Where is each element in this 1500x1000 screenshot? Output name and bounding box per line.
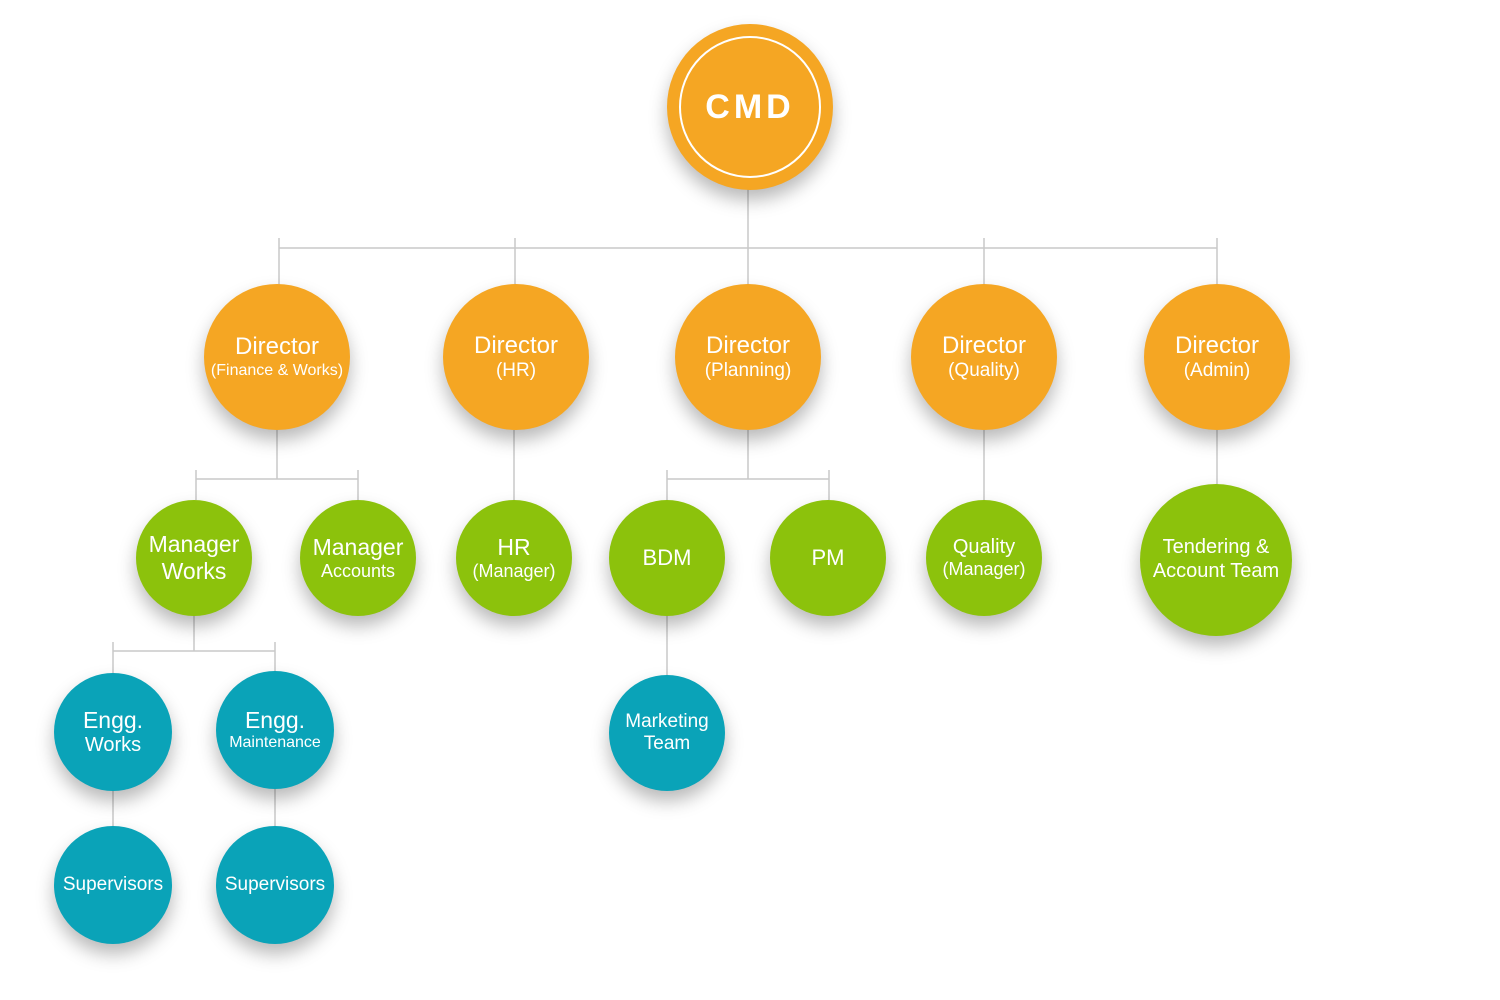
node-pm: PM <box>770 500 886 616</box>
node-director-quality: Director (Quality) <box>911 284 1057 430</box>
node-tendering-team: Tendering & Account Team <box>1140 484 1292 636</box>
node-title: Director <box>234 333 319 361</box>
node-marketing-team: Marketing Team <box>609 675 725 791</box>
node-title: Director <box>705 331 790 359</box>
node-quality-manager: Quality (Manager) <box>926 500 1042 616</box>
node-subtitle: (Manager) <box>942 559 1026 580</box>
node-director-planning: Director (Planning) <box>675 284 821 430</box>
node-title: Marketing <box>625 710 709 732</box>
node-title: Manager <box>148 530 240 557</box>
node-bdm: BDM <box>609 500 725 616</box>
node-title: Manager <box>312 533 404 560</box>
node-director-hr: Director (HR) <box>443 284 589 430</box>
cmd-ring <box>679 36 821 178</box>
node-title: HR <box>497 533 531 560</box>
node-subtitle: Maintenance <box>229 734 321 752</box>
node-supervisors-maintenance: Supervisors <box>216 826 334 944</box>
node-subtitle: (Finance & Works) <box>210 361 344 379</box>
node-engg-works: Engg. Works <box>54 673 172 791</box>
node-title: Tendering & <box>1162 536 1270 559</box>
node-director-finance: Director (Finance & Works) <box>204 284 350 430</box>
node-manager-accounts: Manager Accounts <box>300 500 416 616</box>
node-title: Director <box>941 331 1026 359</box>
node-subtitle: (Planning) <box>704 359 792 381</box>
node-subtitle: (Manager) <box>472 560 556 581</box>
node-subtitle: Works <box>84 733 142 756</box>
node-director-admin: Director (Admin) <box>1144 284 1290 430</box>
node-title: PM <box>811 545 845 571</box>
node-hr-manager: HR (Manager) <box>456 500 572 616</box>
node-title: Supervisors <box>62 873 164 895</box>
node-subtitle: (HR) <box>495 359 537 381</box>
node-subtitle: (Quality) <box>948 359 1020 381</box>
node-title: Engg. <box>244 707 306 733</box>
node-title: Supervisors <box>224 873 326 895</box>
node-subtitle: Accounts <box>320 560 396 581</box>
node-title: Quality <box>952 535 1016 558</box>
node-subtitle: (Admin) <box>1183 359 1251 381</box>
node-cmd: CMD <box>667 24 833 190</box>
node-engg-maintenance: Engg. Maintenance <box>216 671 334 789</box>
node-manager-works: Manager Works <box>136 500 252 616</box>
node-title: Director <box>1174 331 1259 359</box>
node-title: Director <box>473 331 558 359</box>
cmd-label: CMD <box>705 87 795 126</box>
node-supervisors-works: Supervisors <box>54 826 172 944</box>
node-subtitle: Account Team <box>1152 560 1280 582</box>
node-title: BDM <box>642 545 692 571</box>
node-title: Engg. <box>82 706 144 733</box>
node-subtitle: Team <box>643 733 691 754</box>
node-subtitle: Works <box>161 558 227 584</box>
